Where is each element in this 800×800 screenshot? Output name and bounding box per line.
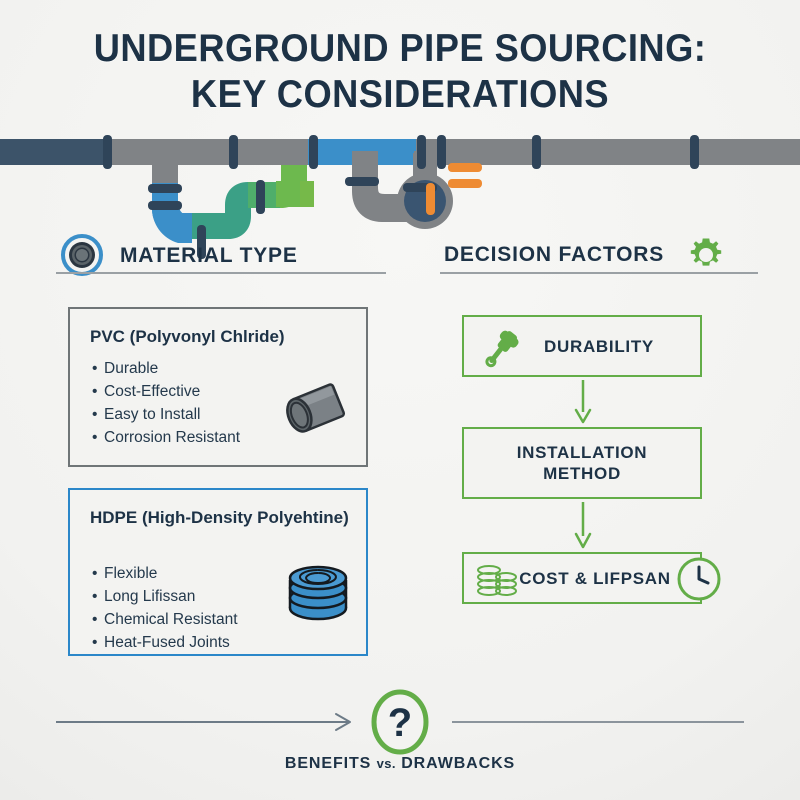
bullet-text: Corrosion Resistant: [104, 429, 241, 446]
coin-stacks-icon: [476, 564, 518, 598]
flow-step-cost[interactable]: COST & LIFPSAN: [462, 552, 702, 604]
list-item: •Long Lifissan: [92, 588, 196, 605]
bullet-text: Heat-Fused Joints: [104, 634, 230, 651]
pipe-couplings-orange: [426, 163, 482, 215]
bullet-text: Flexible: [104, 565, 158, 582]
coiled-pipe-roll-icon: [282, 552, 354, 628]
pipe-gray-right-elbow2: [352, 165, 412, 220]
pipe-branch-gray-down: [152, 145, 178, 187]
card-bullets-pvc: •Durable •Cost-Effective •Easy to Instal…: [92, 357, 240, 449]
pipe-teal-run: [192, 182, 276, 239]
gear-icon: [686, 235, 726, 275]
list-item: •Heat-Fused Joints: [92, 634, 230, 651]
pipe-segment-icon: [282, 379, 352, 437]
footer-label-benefits: BENEFITS: [284, 755, 372, 772]
pipe-main-navy: [0, 139, 108, 165]
section-title-material: MATERIAL TYPE: [120, 244, 298, 267]
flow-label-cost: COST & LIFPSAN: [519, 568, 671, 588]
bullet-text: Durable: [104, 360, 159, 377]
page-title: UNDERGROUND PIPE SOURCING: KEY CONSIDERA…: [0, 26, 800, 118]
section-header-decision: DECISION FACTORS: [420, 228, 750, 282]
flow-arrow-1: [572, 380, 594, 424]
page-title-line-1: UNDERGROUND PIPE SOURCING:: [93, 27, 707, 70]
card-bullets-hdpe: •Flexible •Long Lifissan •Chemical Resis…: [92, 562, 238, 654]
bullet-text: Cost-Effective: [104, 383, 201, 400]
flow-arrow-2: [572, 502, 594, 549]
footer-label-drawbacks: DRAWBACKS: [401, 755, 516, 772]
section-rule-material: [56, 272, 386, 274]
material-card-hdpe[interactable]: HDPE (High-Density Polyehtine) •Flexible…: [68, 488, 368, 656]
flow-step-installation[interactable]: INSTALLATION METHOD: [462, 427, 702, 499]
section-title-decision: DECISION FACTORS: [443, 243, 665, 266]
flow-step-durability[interactable]: DURABILITY: [462, 315, 702, 377]
bullet-text: Easy to Install: [104, 406, 201, 423]
svg-text:?: ?: [388, 701, 412, 745]
page-title-line-2: KEY CONSIDERATIONS: [190, 73, 610, 116]
pipe-main-gray-1: [106, 139, 310, 165]
list-item: •Chemical Resistant: [92, 611, 238, 628]
mallet-icon: [478, 325, 524, 371]
pipe-main-gray-2: [416, 139, 800, 165]
list-item: •Durable: [92, 360, 159, 377]
card-title-hdpe: HDPE (High-Density Polyehtine): [90, 508, 349, 527]
bullet-text: Chemical Resistant: [104, 611, 238, 628]
footer-label-vs: vs.: [376, 756, 396, 771]
pipe-cross-section-icon: [60, 233, 104, 277]
pipe-blue-bottom-elbow: [152, 209, 196, 239]
list-item: •Corrosion Resistant: [92, 429, 241, 446]
card-title-pvc: PVC (Polyvonyl Chlride): [90, 327, 285, 346]
footer-label: BENEFITS vs. DRAWBACKS: [0, 755, 800, 773]
footer-band: ?: [0, 689, 800, 790]
question-mark-circle-icon: ?: [371, 689, 429, 755]
pipe-illustration: [0, 125, 800, 259]
footer-arrow-head: [335, 713, 351, 731]
list-item: •Flexible: [92, 565, 158, 582]
clock-icon: [676, 556, 722, 602]
material-card-pvc[interactable]: PVC (Polyvonyl Chlride) •Durable •Cost-E…: [68, 307, 368, 467]
section-rule-decision: [440, 272, 758, 274]
section-header-material: MATERIAL TYPE: [60, 228, 390, 282]
list-item: •Easy to Install: [92, 406, 201, 423]
flow-label-durability: DURABILITY: [544, 336, 654, 356]
list-item: •Cost-Effective: [92, 383, 201, 400]
flow-label-installation: INSTALLATION METHOD: [516, 443, 648, 483]
bullet-text: Long Lifissan: [104, 588, 196, 605]
